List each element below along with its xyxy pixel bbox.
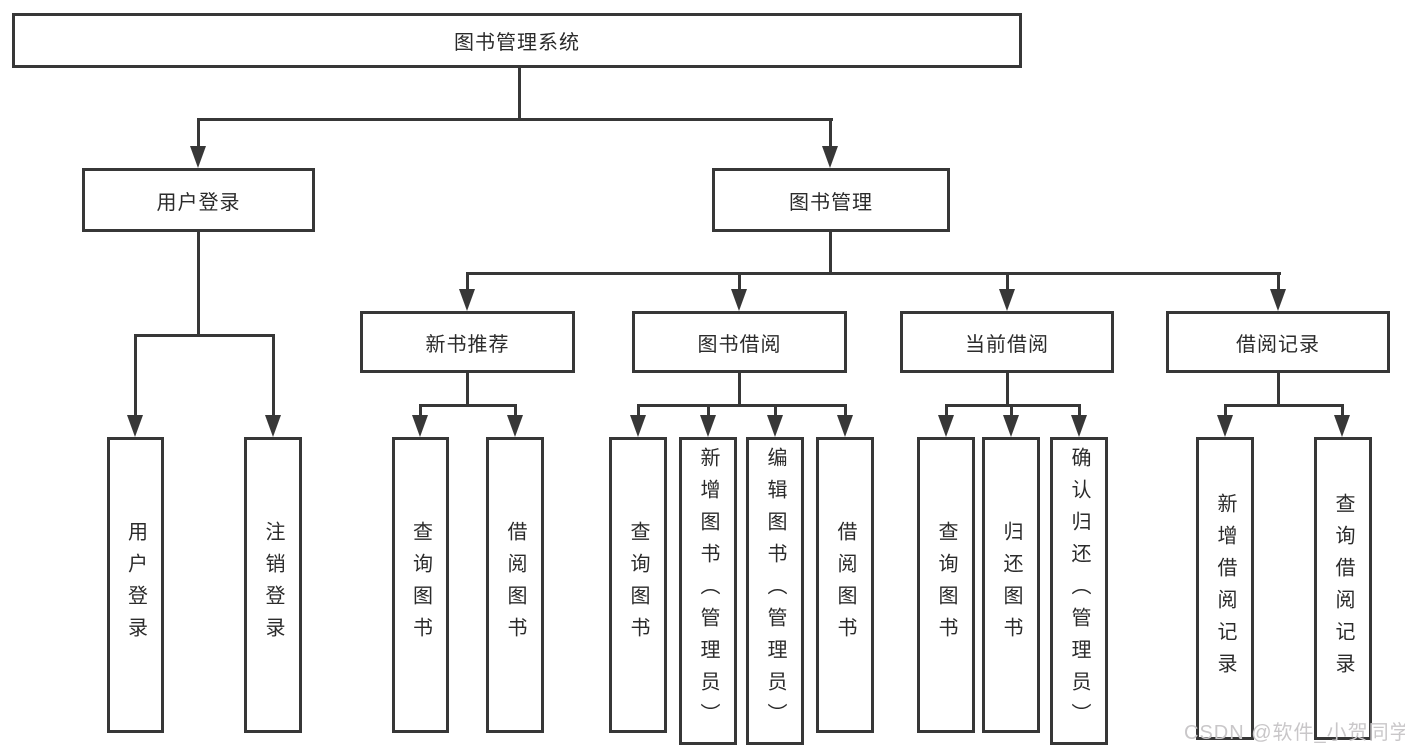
connector-drop (514, 404, 517, 418)
connector-drop (1078, 404, 1081, 418)
connector-drop (829, 118, 832, 150)
connector-drop (272, 334, 275, 416)
arrowhead-down-icon (837, 415, 853, 437)
arrowhead-down-icon (1334, 415, 1350, 437)
connector-drop (637, 404, 640, 418)
arrowhead-down-icon (938, 415, 954, 437)
connector-drop (1006, 272, 1009, 290)
leaf-current-query: 查询图书 (917, 437, 975, 733)
arrowhead-down-icon (459, 289, 475, 311)
node-user-login: 用户登录 (82, 168, 315, 232)
arrowhead-down-icon (265, 415, 281, 437)
connector-hline (419, 404, 517, 407)
node-current-borrow-label: 当前借阅 (965, 333, 1049, 356)
leaf-current-confirm-return-admin: 确认归还（管理员） (1050, 437, 1108, 745)
arrowhead-down-icon (731, 289, 747, 311)
connector-drop (945, 404, 948, 418)
watermark: CSDN @软件_小贺同学 (1184, 722, 1405, 744)
node-book-borrow: 图书借阅 (632, 311, 847, 373)
leaf-borrow-edit-admin: 编辑图书（管理员） (746, 437, 804, 745)
connector-stem (829, 232, 832, 275)
arrowhead-down-icon (767, 415, 783, 437)
connector-drop (738, 272, 741, 290)
node-current-borrow: 当前借阅 (900, 311, 1114, 373)
connector-hline (637, 404, 847, 407)
connector-drop (844, 404, 847, 418)
arrowhead-down-icon (700, 415, 716, 437)
arrowhead-down-icon (1270, 289, 1286, 311)
connector-drop (1341, 404, 1344, 418)
connector-hline (197, 118, 833, 121)
leaf-record-query: 查询借阅记录 (1314, 437, 1372, 740)
leaf-newbook-query: 查询图书 (392, 437, 449, 733)
connector-hline (134, 334, 275, 337)
connector-hline (1224, 404, 1344, 407)
leaf-borrow-book: 借阅图书 (816, 437, 874, 733)
connector-drop (707, 404, 710, 418)
leaf-logout: 注销登录 (244, 437, 302, 733)
node-new-book-recommend: 新书推荐 (360, 311, 575, 373)
arrowhead-down-icon (999, 289, 1015, 311)
arrowhead-down-icon (630, 415, 646, 437)
arrowhead-down-icon (127, 415, 143, 437)
leaf-current-return: 归还图书 (982, 437, 1040, 733)
node-borrow-record: 借阅记录 (1166, 311, 1390, 373)
connector-stem (1277, 373, 1280, 407)
arrowhead-down-icon (507, 415, 523, 437)
connector-drop (197, 118, 200, 150)
leaf-user-login: 用户登录 (107, 437, 164, 733)
arrowhead-down-icon (190, 146, 206, 168)
arrowhead-down-icon (1217, 415, 1233, 437)
connector-stem (738, 373, 741, 407)
arrowhead-down-icon (1071, 415, 1087, 437)
arrowhead-down-icon (412, 415, 428, 437)
leaf-borrow-add-admin: 新增图书（管理员） (679, 437, 737, 745)
connector-drop (1277, 272, 1280, 290)
connector-stem (466, 373, 469, 407)
arrowhead-down-icon (822, 146, 838, 168)
node-borrow-record-label: 借阅记录 (1236, 333, 1320, 356)
leaf-newbook-borrow: 借阅图书 (486, 437, 544, 733)
node-new-book-recommend-label: 新书推荐 (425, 333, 510, 356)
node-book-borrow-label: 图书借阅 (697, 333, 782, 356)
connector-stem (197, 232, 200, 337)
node-root: 图书管理系统 (12, 13, 1022, 68)
leaf-record-add: 新增借阅记录 (1196, 437, 1254, 740)
connector-stem (1006, 373, 1009, 407)
connector-drop (774, 404, 777, 418)
node-root-label: 图书管理系统 (454, 32, 580, 54)
connector-drop (1224, 404, 1227, 418)
node-book-management: 图书管理 (712, 168, 950, 232)
arrowhead-down-icon (1003, 415, 1019, 437)
connector-drop (466, 272, 469, 290)
leaf-borrow-query: 查询图书 (609, 437, 667, 733)
connector-drop (419, 404, 422, 418)
connector-hline (945, 404, 1081, 407)
node-book-management-label: 图书管理 (789, 191, 873, 214)
connector-stem (518, 66, 521, 120)
connector-hline (466, 272, 1281, 275)
connector-drop (1010, 404, 1013, 418)
connector-drop (134, 334, 137, 416)
node-user-login-label: 用户登录 (156, 191, 241, 214)
